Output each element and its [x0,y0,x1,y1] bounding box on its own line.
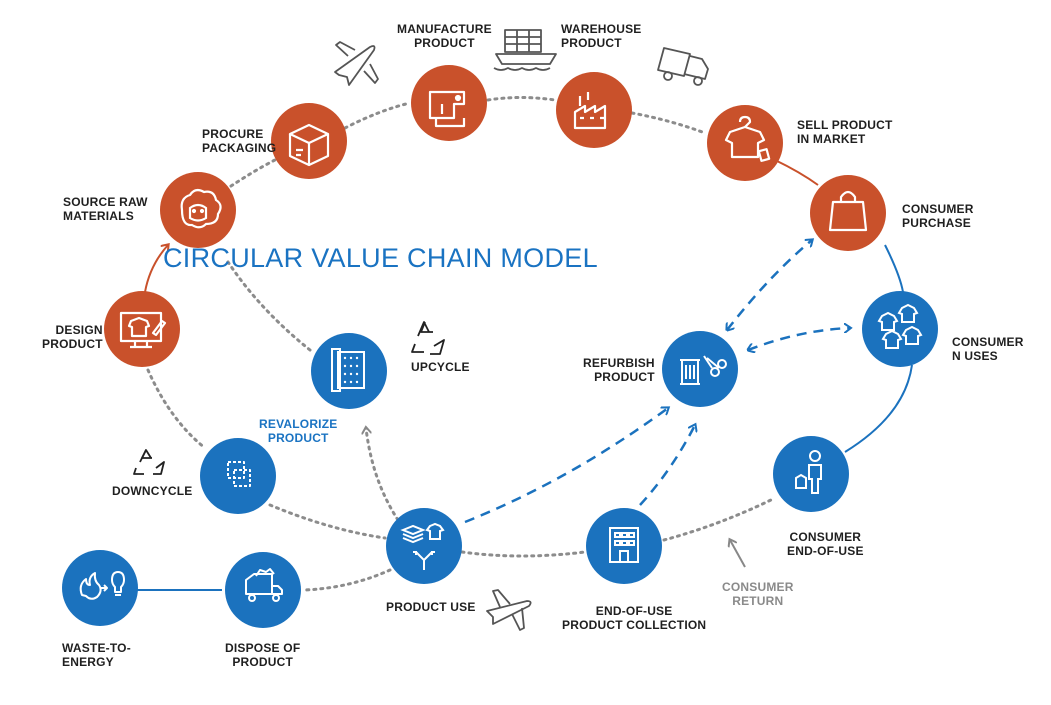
node-upcycle [311,333,387,409]
dotted-design-downcycle [146,368,207,450]
label-upcycle: UPCYCLE [411,360,470,374]
node-manufacture-product [411,65,487,141]
cargo-ship-icon [493,29,557,71]
node-waste-to-energy [62,550,138,626]
recycle-icon [411,321,445,355]
dashed-refurbish-nuses [748,328,850,350]
node-source-raw-materials [160,172,236,248]
dashed-productuse-refurbish [464,408,668,524]
spool-scissors-icon [680,355,727,385]
dashed-collection-refurbish [639,425,695,506]
node-consumer-end-of-use [773,436,849,512]
diagram-title: CIRCULAR VALUE CHAIN MODEL [163,243,598,273]
consumer-return-arrow [730,540,746,568]
dotted-source-procure [223,158,277,192]
product-use-icon [400,522,445,570]
building-icon [609,527,639,563]
dotted-upcycle-source [226,260,312,352]
node-refurbish-product [662,331,738,407]
line-purchase-nuses [884,244,904,293]
node-downcycle [200,438,276,514]
line-sell-purchase [774,159,819,186]
dotted-productuse-revalorize [366,428,400,522]
node-consumer-n-uses [862,291,938,367]
node-procure-packaging [271,103,347,179]
dotted-productuse-collection [460,550,587,558]
node-warehouse-product [556,72,632,148]
label-waste-to-energy: WASTE-TO-ENERGY [62,641,131,669]
node-dispose-of-product [225,552,301,628]
shopping-bag-icon [828,190,868,232]
truck-icon [657,47,709,86]
dotted-procure-manufacture [343,101,412,130]
node-sell-product [707,105,783,181]
fabric-icon [227,461,251,487]
node-consumer-purchase [810,175,886,251]
label-downcycle: DOWNCYCLE [112,484,193,498]
sheep-icon [180,188,222,229]
node-design-product [104,291,180,367]
node-product-use [386,508,462,584]
airplane-icon [334,41,379,86]
sewing-machine-icon [428,90,466,128]
monitor-shirt-icon [119,311,167,349]
dotted-productuse-dispose [303,568,392,592]
dashed-refurbish-purchase [727,240,812,330]
flame-bulb-icon [79,571,125,600]
node-end-of-use-collection [586,508,662,584]
connectors [137,96,913,592]
recycle-icon [133,449,165,475]
shirt-hanger-icon [724,115,771,162]
dump-truck-icon [245,568,283,602]
line-nuses-endofuse [844,364,913,453]
airplane-icon [486,589,532,631]
factory-icon [573,92,607,130]
label-product-use: PRODUCT USE [386,600,476,614]
dotted-manufacture-warehouse [486,96,557,102]
arrow-design-source [144,245,168,293]
fabric-roll-icon [331,348,365,392]
dotted-downcycle-productuse [268,503,387,540]
person-icon [795,450,822,494]
dotted-warehouse-sell [630,111,707,135]
shirts-icon [877,303,923,349]
box-icon [288,123,330,167]
dotted-collection-endofuse [662,496,777,542]
